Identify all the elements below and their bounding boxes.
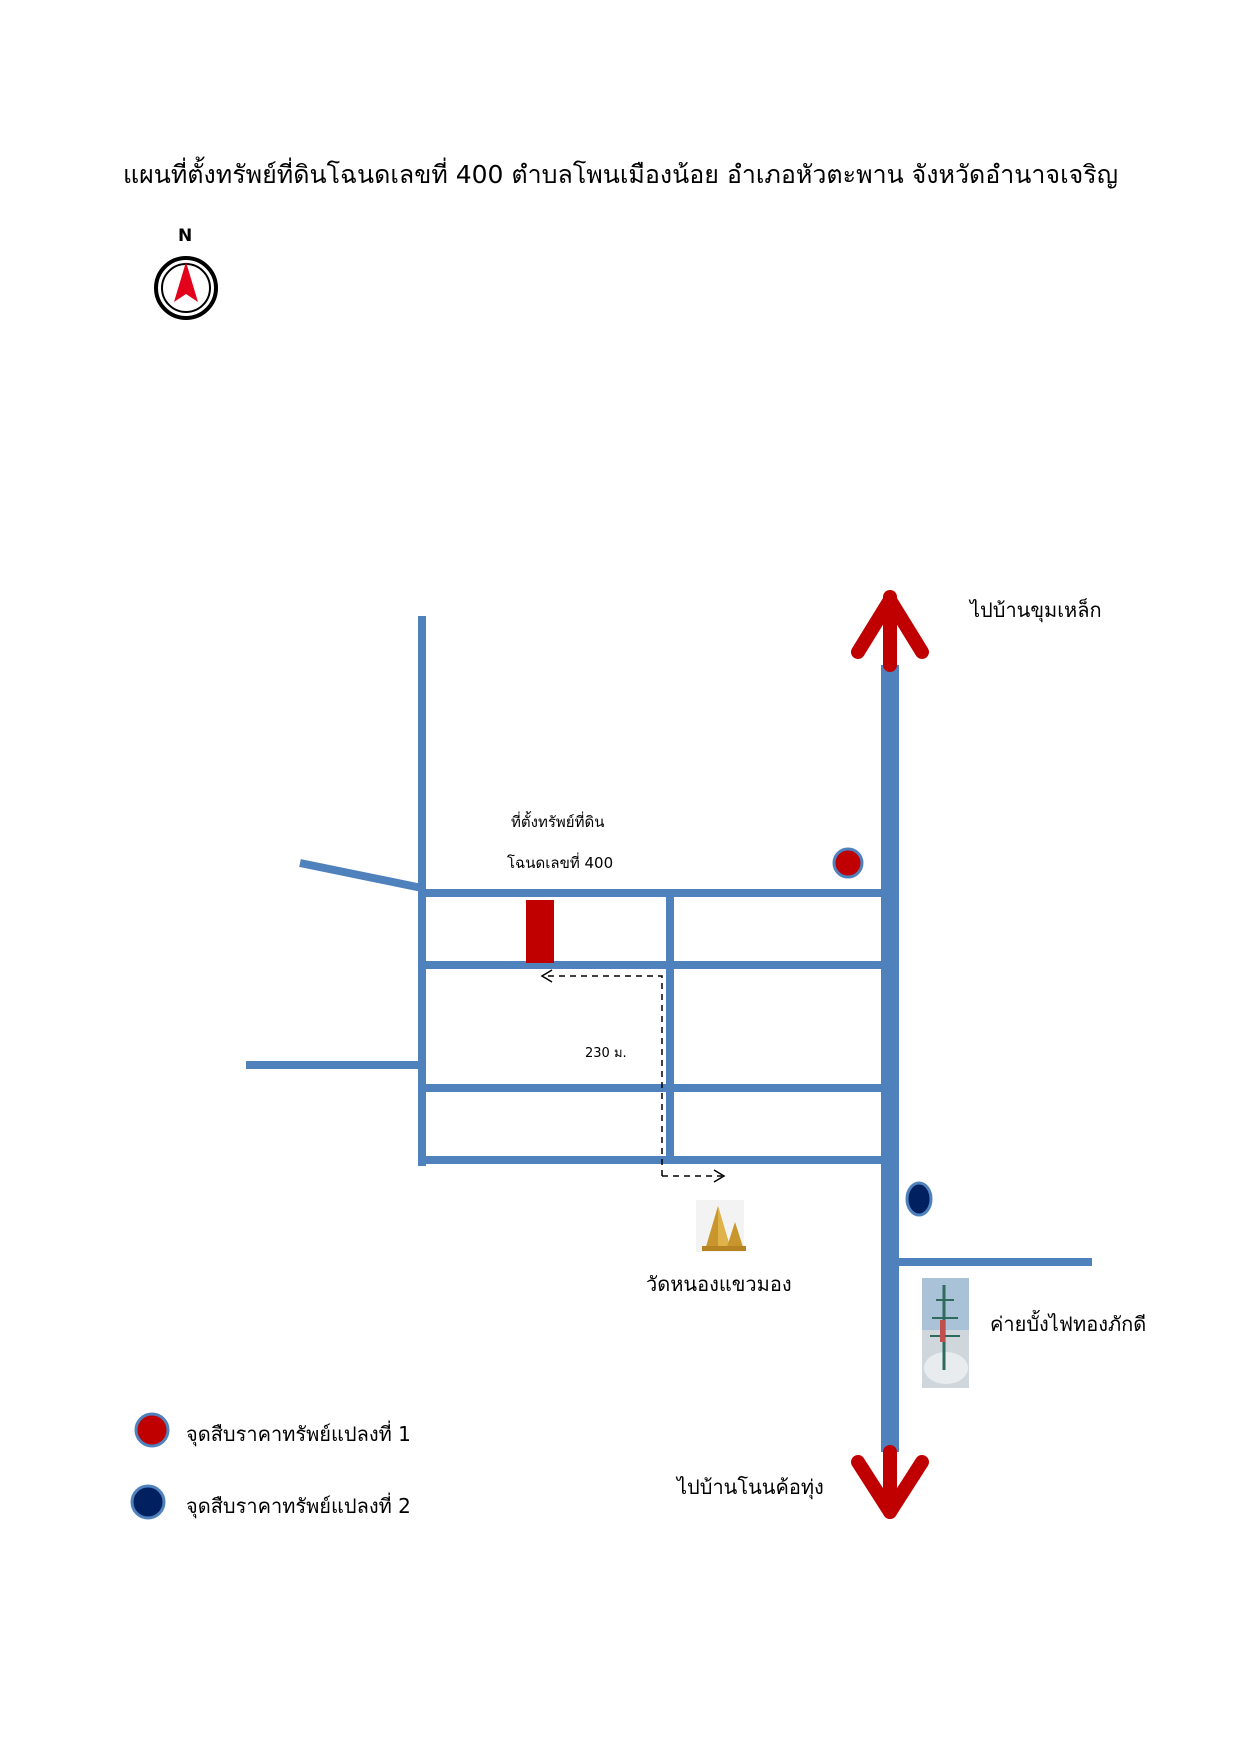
north-arrow-icon: [154, 256, 218, 320]
map-title: แผนที่ตั้งทรัพย์ที่ดินโฉนดเลขที่ 400 ตำบ…: [122, 160, 1119, 189]
survey-point-1-marker: [832, 847, 864, 879]
south-arrow-head: [851, 1445, 929, 1519]
property-label-line2: โฉนดเลขที่ 400: [507, 854, 614, 872]
property-parcel: [526, 900, 554, 963]
pagoda-icon: [696, 1200, 746, 1252]
road-network: [246, 616, 1092, 1452]
road-northwest-branch: [299, 859, 423, 892]
legend-label-2: จุดสืบราคาทรัพย์แปลงที่ 2: [186, 1494, 411, 1518]
route-arrowheads: [540, 969, 726, 1183]
compass-letter: N: [178, 226, 193, 246]
destination-south-label: ไปบ้านโนนค้อทุ่ง: [677, 1475, 824, 1499]
distance-label: 230 ม.: [585, 1046, 627, 1061]
temple-label: วัดหนองแขวมอง: [646, 1272, 792, 1296]
route-dashed: [544, 975, 722, 1177]
legend-label-1: จุดสืบราคาทรัพย์แปลงที่ 1: [186, 1422, 411, 1446]
camp-label: ค่ายบั้งไฟทองภักดี: [990, 1312, 1147, 1336]
survey-point-2-marker: [905, 1181, 933, 1217]
rocket-tower-photo: [922, 1278, 969, 1388]
destination-north-label: ไปบ้านขุมเหล็ก: [970, 598, 1102, 622]
north-arrow-head: [851, 590, 929, 672]
legend-marker-2: [130, 1484, 166, 1520]
property-label-line1: ที่ตั้งทรัพย์ที่ดิน: [511, 813, 605, 831]
legend-marker-1: [134, 1412, 170, 1448]
